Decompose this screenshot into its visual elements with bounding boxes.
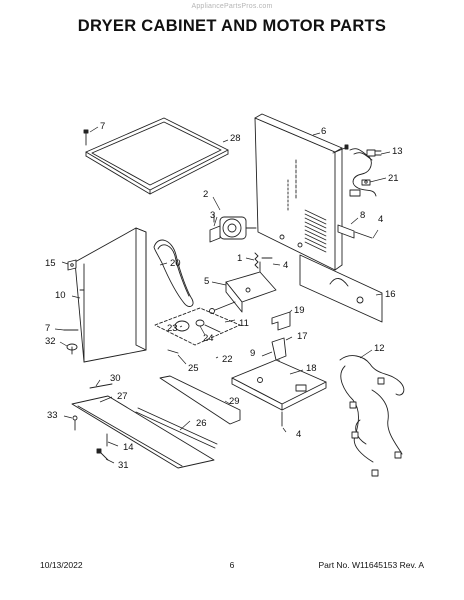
bottom-strip [135,407,218,449]
terminal-block [337,224,355,239]
callout-9: 9 [250,348,255,359]
wire-harness [339,355,405,477]
side-clip [67,259,77,271]
callout-4-mid: 4 [283,260,288,271]
motor-bracket [225,261,277,313]
callout-17: 17 [297,331,308,342]
page-title: DRYER CABINET AND MOTOR PARTS [77,17,387,35]
callout-33: 33 [47,410,58,421]
footer-page-number: 6 [229,560,235,570]
access-panel [299,254,383,323]
callout-8: 8 [360,210,365,221]
drive-belt [153,239,194,307]
callout-30: 30 [110,373,121,384]
callout-26: 26 [196,418,207,429]
lower-rail [159,375,241,425]
callout-22: 22 [222,354,233,365]
screw-top [83,129,89,146]
footer-date: 10/13/2022 [40,560,83,570]
callout-23: 23 [167,323,178,334]
belt-switch-bracket [271,311,291,331]
callout-4-right: 4 [378,214,383,225]
callout-18: 18 [306,363,317,374]
idler-pulley-screw [167,349,179,354]
power-cord [349,148,382,197]
callout-4-bottom: 4 [296,429,301,440]
watermark: AppliancePartsPros.com [191,3,273,10]
cord-clamp [361,179,371,186]
screw-4-right [354,231,373,239]
callout-16: 16 [385,289,396,300]
callout-7-top: 7 [100,121,105,132]
callout-29: 29 [229,396,240,407]
callout-14: 14 [123,442,134,453]
front-rail [89,383,113,389]
callout-20: 20 [170,258,181,269]
callout-1: 1 [237,253,242,264]
callout-32: 32 [45,336,56,347]
callout-27: 27 [117,391,128,402]
callout-12: 12 [374,343,385,354]
callout-28: 28 [230,133,241,144]
motor-assembly [209,213,257,243]
base-plate [231,359,327,411]
callout-6: 6 [321,126,326,137]
callout-7-side: 7 [45,323,50,334]
callout-3: 3 [210,210,215,221]
rear-panel [254,113,343,271]
callout-11: 11 [239,318,249,329]
callout-13: 13 [392,146,403,157]
front-panel-rail [71,395,215,469]
callout-21: 21 [388,173,399,184]
rail-screw [72,415,78,431]
callout-10: 10 [55,290,66,301]
leveling-foot [66,343,78,355]
callout-19: 19 [294,305,305,316]
callout-15: 15 [45,258,56,269]
idler-assembly [209,301,236,314]
callout-5: 5 [204,276,209,287]
top-panel [85,117,229,195]
callout-24: 24 [203,333,214,344]
callout-25: 25 [188,363,199,374]
callout-31: 31 [118,460,129,471]
idler-spring [254,252,273,269]
side-panel [74,227,147,363]
screw-31 [96,448,109,461]
callout-2: 2 [203,189,208,200]
footer-part-number: Part No. W11645153 Rev. A [318,560,424,570]
screw-7-rear [332,144,349,154]
